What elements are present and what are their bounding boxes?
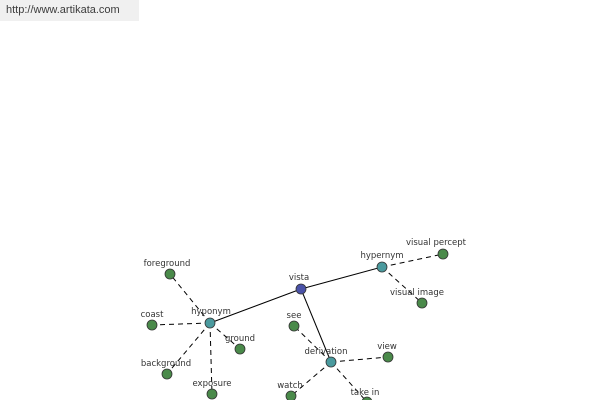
label-ground: ground [225, 334, 255, 344]
node-ground[interactable] [234, 343, 246, 355]
nodes-layer [146, 248, 449, 400]
node-see[interactable] [288, 320, 300, 332]
edge-vista-hypernym [300, 266, 383, 290]
label-take-in: take in [351, 388, 380, 398]
edge-hyponym-coast [151, 322, 211, 326]
edge-vista-derivation [300, 288, 332, 363]
node-vista[interactable] [295, 283, 307, 295]
edge-hypernym-visual-percept [381, 253, 444, 268]
source-link[interactable]: http://www.artikata.com [0, 0, 139, 21]
label-visual-image: visual image [390, 288, 444, 298]
label-background: background [141, 359, 191, 369]
label-exposure: exposure [192, 379, 231, 389]
label-view: view [377, 342, 397, 352]
node-watch[interactable] [285, 390, 297, 400]
label-derivation: derivation [304, 347, 347, 357]
label-see: see [287, 311, 302, 321]
node-derivation[interactable] [325, 356, 337, 368]
edge-hyponym-exposure [209, 322, 213, 395]
node-foreground[interactable] [164, 268, 176, 280]
label-visual-percept: visual percept [406, 238, 467, 248]
edge-hyponym-background [166, 322, 211, 375]
edge-vista-hyponym [209, 288, 302, 324]
edge-derivation-view [330, 356, 389, 363]
node-take-in[interactable] [361, 396, 373, 400]
node-view[interactable] [382, 351, 394, 363]
label-foreground: foreground [144, 259, 191, 269]
label-hypernym: hypernym [360, 251, 403, 261]
node-visual-percept[interactable] [437, 248, 449, 260]
edge-hyponym-foreground [169, 273, 211, 324]
node-exposure[interactable] [206, 388, 218, 400]
label-vista: vista [289, 273, 309, 283]
label-coast: coast [141, 310, 165, 320]
edges-layer [151, 253, 444, 400]
label-hyponym: hyponym [191, 307, 231, 317]
node-background[interactable] [161, 368, 173, 380]
node-hypernym[interactable] [376, 261, 388, 273]
node-coast[interactable] [146, 319, 158, 331]
label-watch: watch [277, 381, 303, 391]
node-hyponym[interactable] [204, 317, 216, 329]
node-visual-image[interactable] [416, 297, 428, 309]
edge-hyponym-ground [209, 322, 241, 350]
